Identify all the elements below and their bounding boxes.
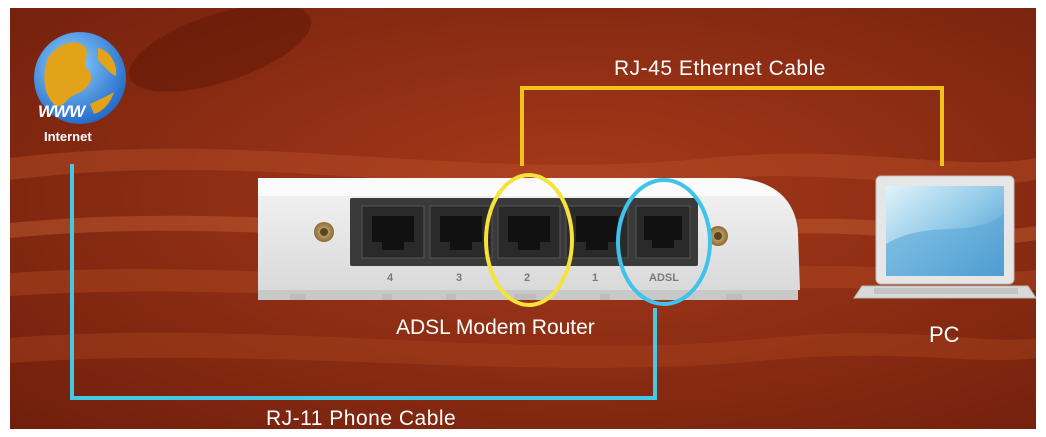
phone-cable-line — [70, 164, 657, 400]
network-diagram: 4 3 2 1 ADSL RJ-45 Ethernet Cable RJ-11 … — [10, 8, 1036, 429]
globe-icon — [34, 32, 126, 124]
globe-www-label: WWW — [38, 102, 85, 121]
phone-cable-label: RJ-11 Phone Cable — [266, 407, 457, 429]
adsl-port-highlight — [616, 178, 712, 306]
ethernet-cable-label: RJ-45 Ethernet Cable — [614, 57, 826, 80]
pc-label: PC — [929, 322, 960, 347]
ethernet-cable-line — [520, 86, 944, 166]
port-label-1: 1 — [592, 272, 599, 284]
port-label-adsl: ADSL — [649, 272, 679, 284]
laptop-icon — [853, 175, 1036, 299]
port-label-3: 3 — [456, 272, 463, 284]
internet-label: Internet — [44, 129, 92, 144]
diagram-canvas — [10, 8, 1036, 429]
router-device — [258, 178, 800, 300]
port-label-2: 2 — [524, 272, 531, 284]
lan-port-highlight — [484, 173, 574, 307]
port-label-4: 4 — [387, 272, 394, 284]
router-label: ADSL Modem Router — [396, 316, 595, 339]
